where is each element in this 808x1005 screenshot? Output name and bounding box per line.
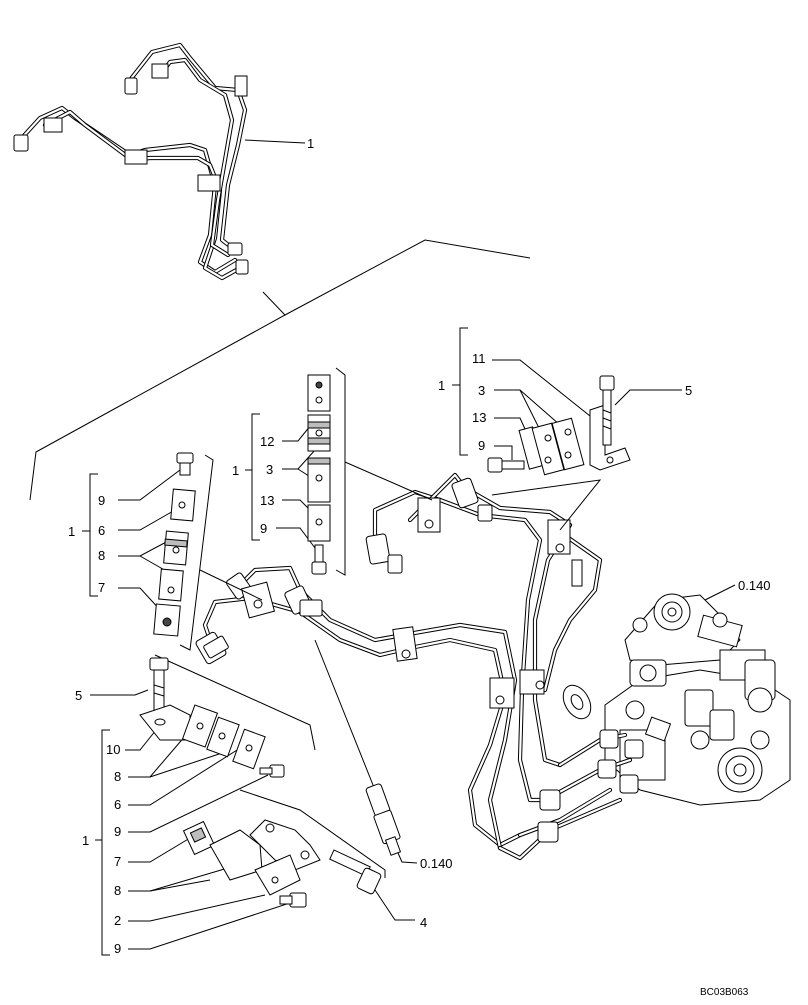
callout-top-assembly: 1 bbox=[307, 136, 314, 151]
group-a-callout-6: 6 bbox=[98, 523, 105, 538]
group-d-callout-8b: 8 bbox=[114, 883, 121, 898]
group-b-bracket-label: 1 bbox=[232, 463, 239, 478]
group-d-callout-5: 5 bbox=[75, 688, 82, 703]
group-a-callout-8: 8 bbox=[98, 548, 105, 563]
group-d-callout-6: 6 bbox=[114, 797, 121, 812]
group-d-callout-9: 9 bbox=[114, 824, 121, 839]
group-d-callout-2: 2 bbox=[114, 913, 121, 928]
group-b-callout-9: 9 bbox=[260, 521, 267, 536]
injection-pump bbox=[604, 593, 791, 806]
group-d-callout-4: 4 bbox=[420, 915, 427, 930]
clamp-group-c: 1 11 3 13 9 5 bbox=[438, 327, 692, 531]
callout-injection-pump: 0.140 bbox=[738, 578, 771, 593]
group-a-callout-9: 9 bbox=[98, 493, 105, 508]
group-d-callout-7: 7 bbox=[114, 854, 121, 869]
bracket-group-d: 1 5 10 8 6 9 7 8 2 9 4 bbox=[75, 654, 427, 956]
clamp-group-a: 1 9 6 8 7 bbox=[68, 452, 263, 651]
top-pipe-assembly bbox=[13, 42, 249, 281]
main-pipe-assembly bbox=[202, 472, 603, 851]
clamp-group-b: 1 12 3 13 9 bbox=[232, 367, 433, 576]
group-d-callout-9b: 9 bbox=[114, 941, 121, 956]
group-a-callout-7: 7 bbox=[98, 580, 105, 595]
group-c-callout-5: 5 bbox=[685, 383, 692, 398]
drawing-code: BC03B063 bbox=[700, 987, 749, 998]
callout-injector: 0.140 bbox=[420, 856, 453, 871]
group-a-bracket-label: 1 bbox=[68, 524, 75, 539]
pipe-fittings bbox=[195, 477, 493, 665]
injector bbox=[314, 639, 402, 856]
group-c-bracket-label: 1 bbox=[438, 378, 445, 393]
group-c-callout-9: 9 bbox=[478, 438, 485, 453]
pipe-clamps bbox=[240, 497, 592, 720]
group-b-callout-3: 3 bbox=[266, 462, 273, 477]
group-d-callout-8: 8 bbox=[114, 769, 121, 784]
group-b-callout-12: 12 bbox=[260, 434, 274, 449]
group-d-bracket-label: 1 bbox=[82, 833, 89, 848]
pump-delivery-lines bbox=[497, 729, 644, 861]
group-c-callout-11: 11 bbox=[472, 351, 486, 366]
group-b-callout-13: 13 bbox=[260, 493, 274, 508]
group-c-callout-3: 3 bbox=[478, 383, 485, 398]
group-d-callout-10: 10 bbox=[106, 742, 120, 757]
group-c-callout-13: 13 bbox=[472, 410, 486, 425]
